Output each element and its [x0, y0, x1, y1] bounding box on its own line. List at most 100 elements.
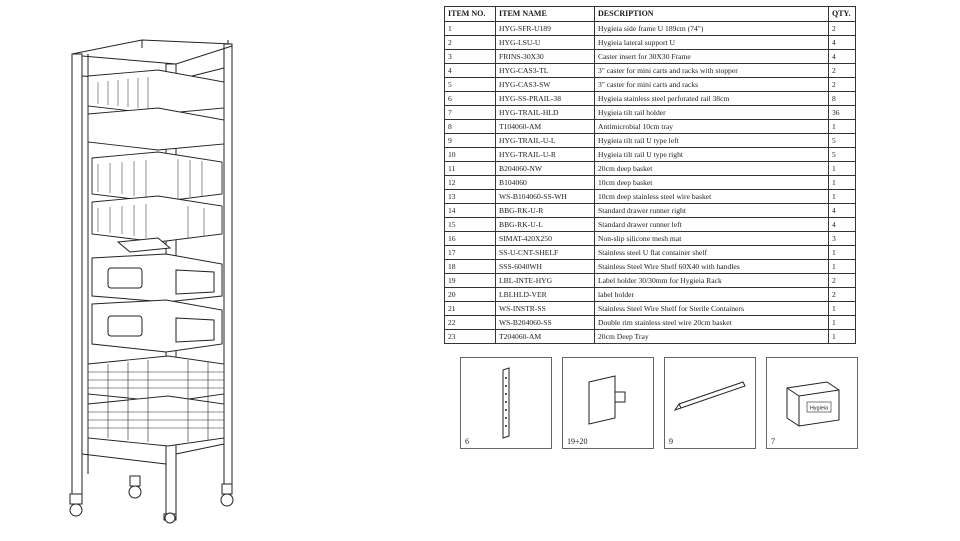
cell-item-no: 6: [444, 91, 496, 106]
cell-item-name: T204060-AM: [495, 329, 595, 344]
cell-description: Double rim stainless steel wire 20cm bas…: [594, 315, 829, 330]
cell-qty: 5: [828, 147, 856, 162]
cell-item-name: LBLHLD-VER: [495, 287, 595, 302]
cell-description: Caster insert for 30X30 Frame: [594, 49, 829, 64]
cell-qty: 5: [828, 133, 856, 148]
cell-description: Hygieia stainless steel perforated rail …: [594, 91, 829, 106]
cell-item-name: HYG-CAS3-TL: [495, 63, 595, 78]
cell-item-no: 12: [444, 175, 496, 190]
cell-description: 20cm Deep Tray: [594, 329, 829, 344]
cell-item-name: B104060: [495, 175, 595, 190]
cell-item-name: HYG-TRAIL-U-L: [495, 133, 595, 148]
cell-item-no: 19: [444, 273, 496, 288]
cell-qty: 4: [828, 49, 856, 64]
cell-item-no: 10: [444, 147, 496, 162]
cell-description: Hygieia side frame U 189cm (74"): [594, 21, 829, 36]
cell-qty: 36: [828, 105, 856, 120]
cell-qty: 3: [828, 231, 856, 246]
cell-item-no: 5: [444, 77, 496, 92]
cell-item-name: B204060-NW: [495, 161, 595, 176]
cell-qty: 2: [828, 287, 856, 302]
cell-item-no: 4: [444, 63, 496, 78]
cell-item-name: FRINS-30X30: [495, 49, 595, 64]
cell-item-no: 11: [444, 161, 496, 176]
cell-qty: 4: [828, 203, 856, 218]
cell-qty: 1: [828, 175, 856, 190]
cell-description: Stainless Steel Wire Shelf for Sterile C…: [594, 301, 829, 316]
header-item-name: ITEM NAME: [495, 6, 595, 22]
cell-qty: 4: [828, 217, 856, 232]
cell-item-name: HYG-TRAIL-U-R: [495, 147, 595, 162]
detail-label-holder: 19+20: [562, 357, 654, 449]
perforated-rail-icon: [502, 367, 510, 439]
cell-item-name: BBG-RK-U-L: [495, 217, 595, 232]
cell-description: Hygieia lateral support U: [594, 35, 829, 50]
cell-item-name: SS-U-CNT-SHELF: [495, 245, 595, 260]
header-description: DESCRIPTION: [594, 6, 829, 22]
cell-item-name: HYG-TRAIL-HLD: [495, 105, 595, 120]
cell-description: Label holder 30/30mm for Hygieia Rack: [594, 273, 829, 288]
cell-item-name: SIMAT-420X250: [495, 231, 595, 246]
cell-item-no: 22: [444, 315, 496, 330]
rack-illustration: [69, 39, 234, 524]
cell-qty: 8: [828, 91, 856, 106]
cell-item-no: 16: [444, 231, 496, 246]
header-item-no: ITEM NO.: [444, 6, 496, 22]
cell-item-no: 7: [444, 105, 496, 120]
table-header-row: ITEM NO. ITEM NAME DESCRIPTION QTY.: [444, 6, 856, 22]
cell-description: Standard drawer runner right: [594, 203, 829, 218]
cell-item-no: 8: [444, 119, 496, 134]
cell-description: Hygieia tilt rail holder: [594, 105, 829, 120]
cell-qty: 1: [828, 315, 856, 330]
cell-item-no: 15: [444, 217, 496, 232]
cell-description: Non-slip silicone mesh mat: [594, 231, 829, 246]
cell-qty: 2: [828, 77, 856, 92]
detail-perforated-rail: 6: [460, 357, 552, 449]
detail-label: 7: [771, 437, 775, 446]
cell-description: 10cm deep basket: [594, 175, 829, 190]
cell-item-no: 21: [444, 301, 496, 316]
cell-item-no: 13: [444, 189, 496, 204]
label-holder-icon: [588, 375, 626, 425]
cell-item-name: WS-INSTR-SS: [495, 301, 595, 316]
cell-item-no: 14: [444, 203, 496, 218]
cell-item-no: 23: [444, 329, 496, 344]
cell-qty: 2: [828, 63, 856, 78]
cell-description: Antimicrobial 10cm tray: [594, 119, 829, 134]
cell-item-name: WS-B104060-SS-WH: [495, 189, 595, 204]
cell-description: 20cm deep basket: [594, 161, 829, 176]
cell-description: Standard drawer runner left: [594, 217, 829, 232]
cell-item-no: 3: [444, 49, 496, 64]
cell-item-name: HYG-SFR-U189: [495, 21, 595, 36]
tilt-rail-icon: [673, 381, 746, 411]
cell-qty: 2: [828, 273, 856, 288]
detail-label: 19+20: [567, 437, 588, 446]
header-qty: QTY.: [828, 6, 856, 22]
tilt-rail-holder-icon: Hygieia: [786, 381, 840, 427]
detail-label: 6: [465, 437, 469, 446]
cell-item-name: WS-B204060-SS: [495, 315, 595, 330]
cell-description: label holder: [594, 287, 829, 302]
cell-item-no: 1: [444, 21, 496, 36]
detail-tilt-rail: 9: [664, 357, 756, 449]
